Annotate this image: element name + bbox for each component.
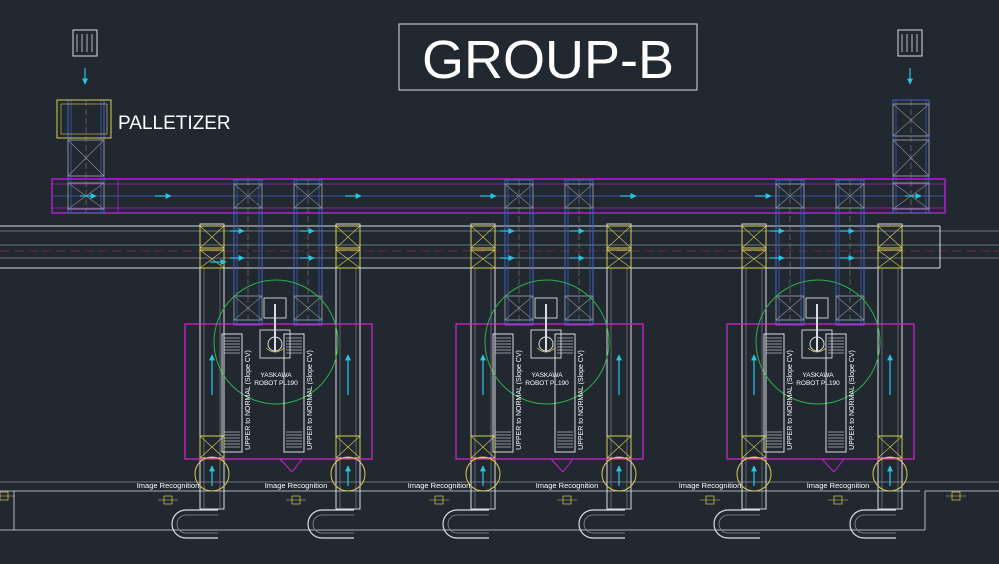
palletizer-conveyors [56,29,930,214]
u-turn-conveyor [713,509,760,539]
camera-zone [465,456,501,492]
robot-reach-circle [213,279,339,405]
palletizer-label: PALLETIZER [118,113,231,134]
u-turn-conveyor [442,509,489,539]
image-recognition-label: Image Recognition [679,481,742,490]
title-block: GROUP-B [398,23,698,91]
robot-model-name: ROBOT PL190 [254,380,298,387]
bottom-return-conveyor [0,481,999,531]
main-line-conveyor [0,225,999,269]
slope-conveyor-label: UPPER to NORMAL (Slope CV) [307,350,314,450]
image-recognition-label: Image Recognition [536,481,599,490]
camera-zone [736,456,772,492]
slope-conveyor-label: UPPER to NORMAL (Slope CV) [849,350,856,450]
image-recognition-label: Image Recognition [408,481,471,490]
camera-zone [194,456,230,492]
slope-conveyor [763,333,785,453]
slope-conveyor-label: UPPER to NORMAL (Slope CV) [578,350,585,450]
slope-conveyor [554,333,576,453]
image-recognition-label: Image Recognition [265,481,328,490]
robot-model-name: ROBOT PL190 [525,380,569,387]
robot-zone [726,323,915,460]
slope-conveyor-label: UPPER to NORMAL (Slope CV) [245,350,252,450]
upper-transverse-conveyor [51,178,946,214]
slope-conveyor [221,333,243,453]
slope-conveyor [492,333,514,453]
image-recognition-label: Image Recognition [807,481,870,490]
slope-conveyor-label: UPPER to NORMAL (Slope CV) [787,350,794,450]
robot-icon [259,297,291,359]
u-turn-conveyor [849,509,896,539]
robot-reach-circle [484,279,610,405]
robot-model-name: ROBOT PL190 [796,380,840,387]
slope-conveyor [825,333,847,453]
robot-zone [184,323,373,460]
robot-model-brand: YASKAWA [531,372,563,379]
robot-model-brand: YASKAWA [802,372,834,379]
palletizer-right [892,29,930,214]
u-turn-conveyor [307,509,354,539]
palletizer-left [56,29,112,214]
robot-icon [801,297,833,359]
title-frame [398,23,698,91]
slope-conveyor [283,333,305,453]
flow-arrows [80,193,922,265]
palletizer-fixture [897,29,923,57]
camera-zone [872,456,908,492]
camera-zone [601,456,637,492]
slope-conveyor-label: UPPER to NORMAL (Slope CV) [516,350,523,450]
bottom-markers [0,491,966,501]
u-turn-conveyor [171,509,218,539]
robot-icon [530,297,562,359]
robot-model-brand: YASKAWA [260,372,292,379]
robot-zone [455,323,644,460]
palletizer-fixture [72,29,98,57]
u-turn-conveyor [578,509,625,539]
image-recognition-label: Image Recognition [137,481,200,490]
robot-reach-circle [755,279,881,405]
camera-zone [330,456,366,492]
group-title: GROUP-B [422,30,674,90]
